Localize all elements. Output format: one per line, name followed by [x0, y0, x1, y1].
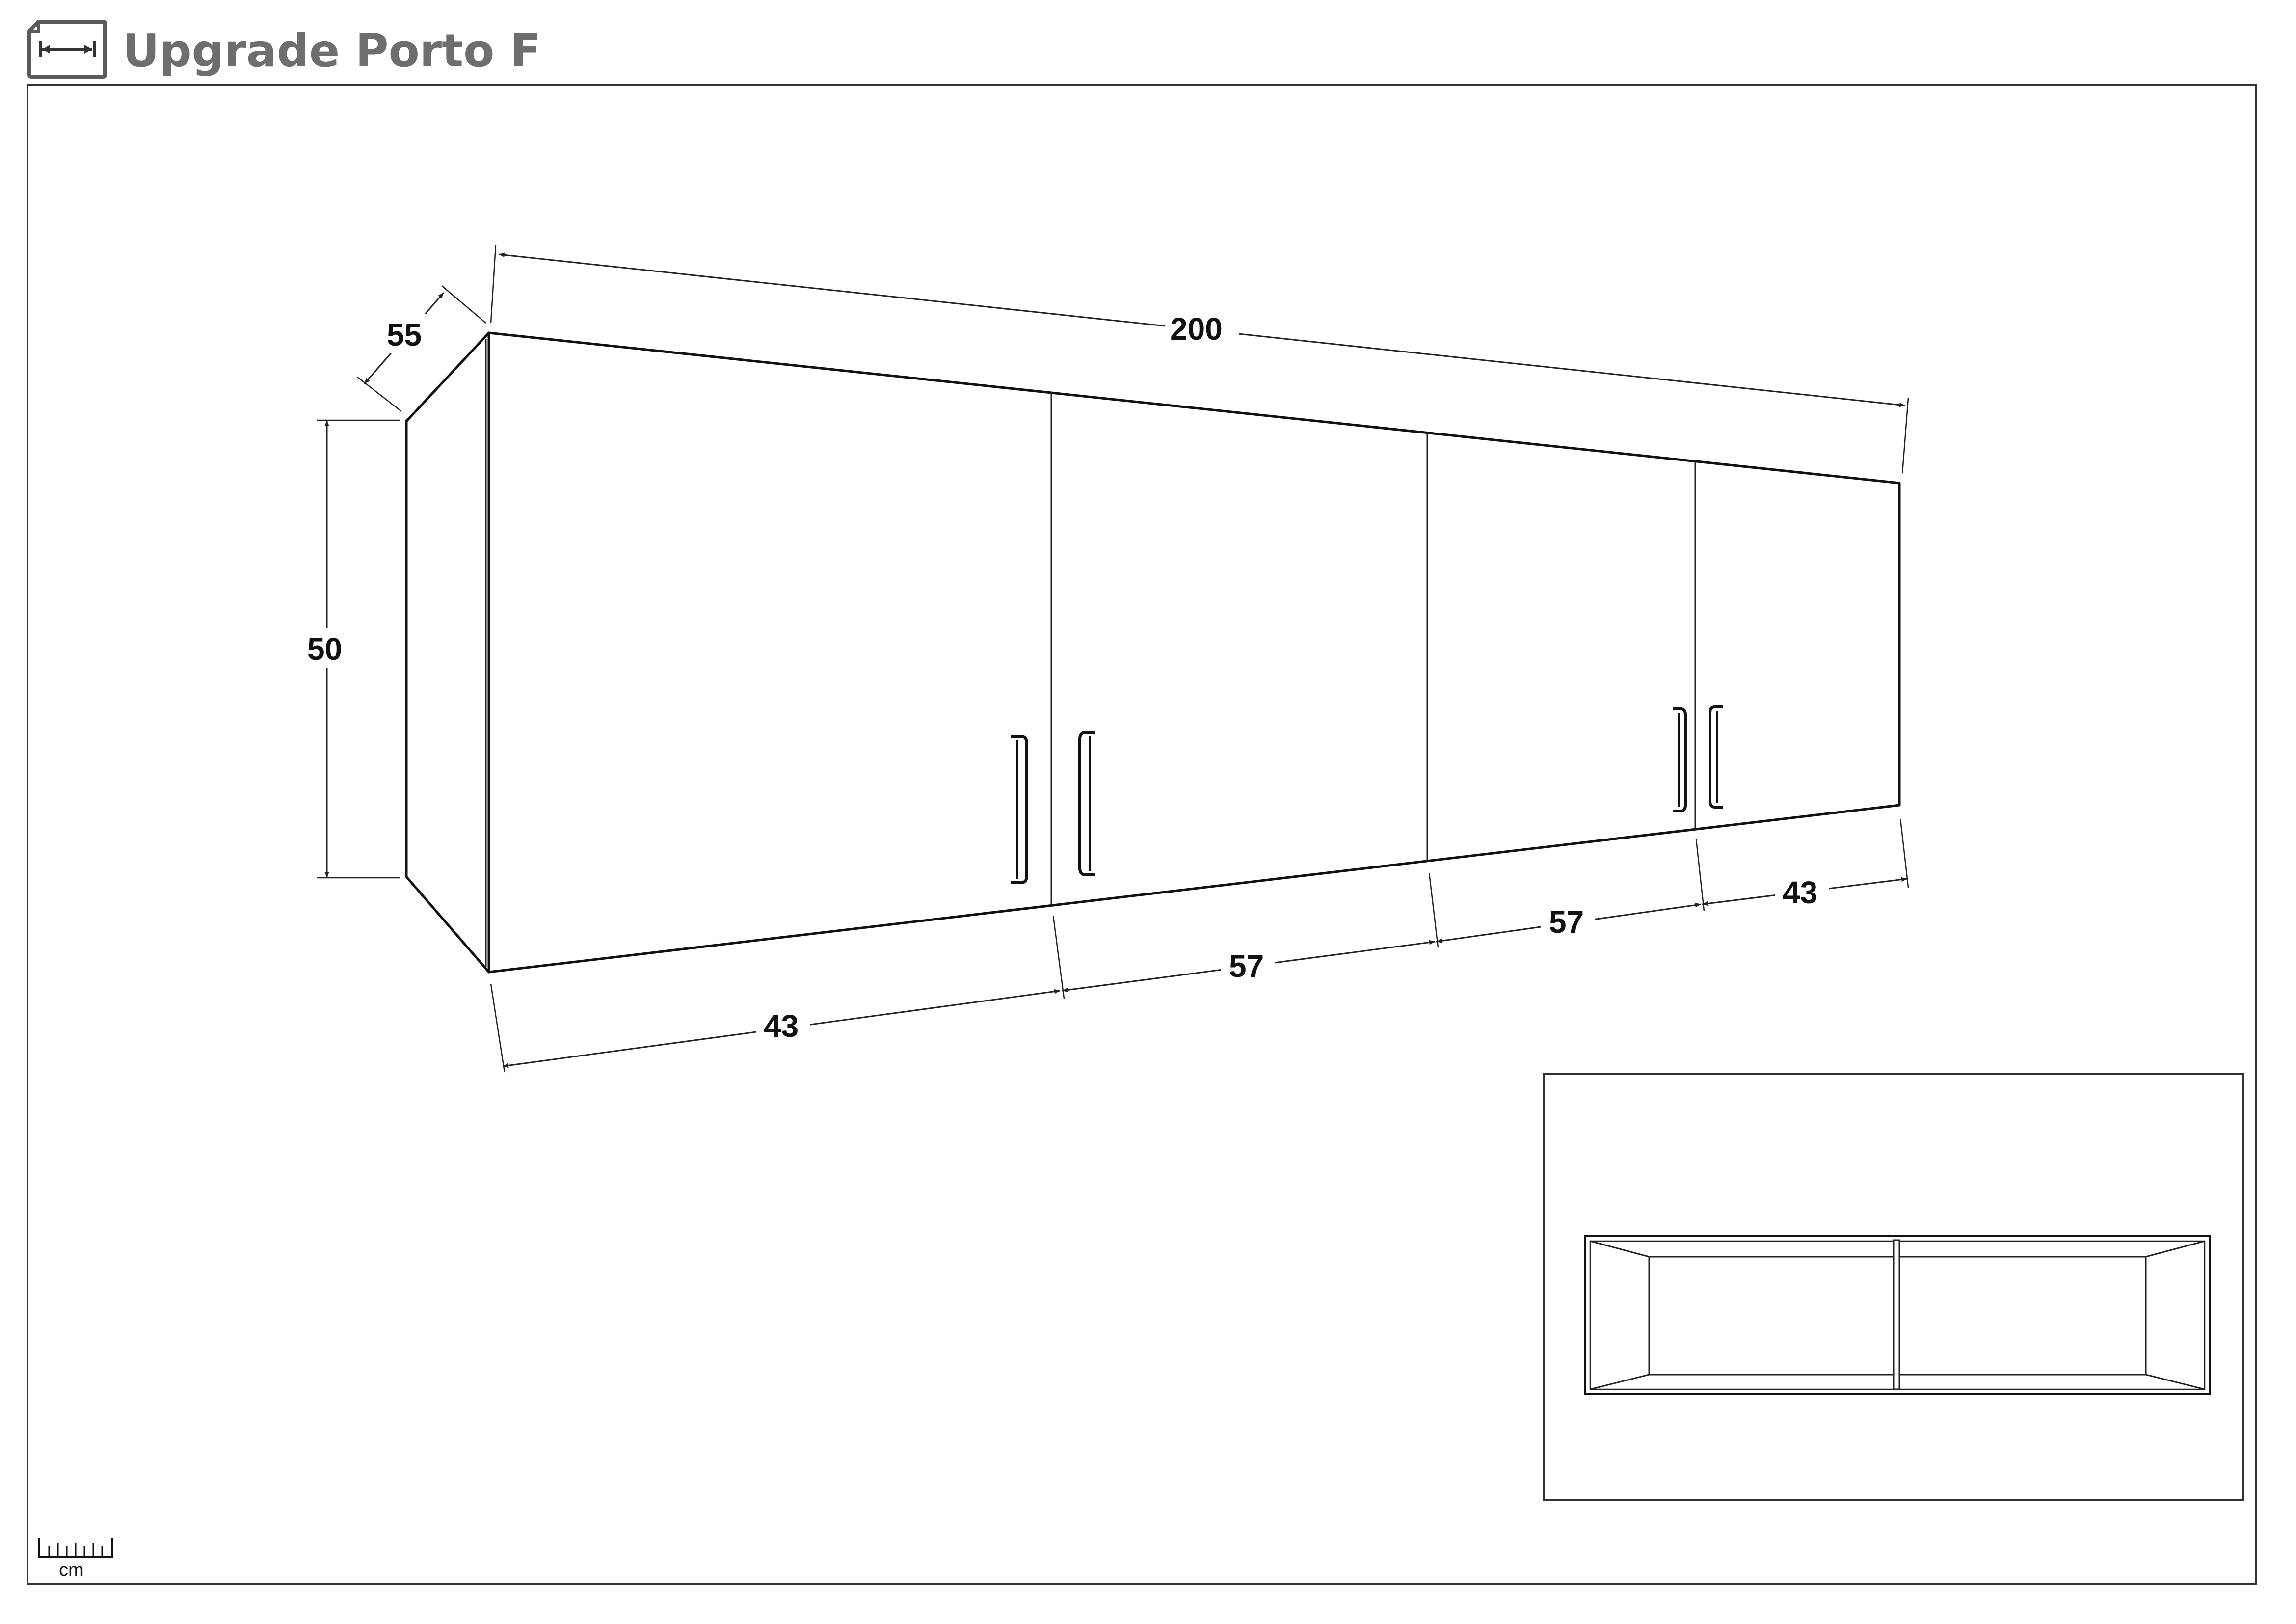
- cabinet-side-panel: [405, 331, 490, 974]
- dimension-depth: 55: [357, 285, 486, 412]
- cabinet-front: [487, 331, 1901, 974]
- ruler-icon: [38, 1538, 113, 1558]
- interior-divider: [1893, 1239, 1900, 1390]
- dimension-door-2-label: 57: [1229, 948, 1264, 984]
- dimension-total-width: 200: [490, 245, 1909, 474]
- drawing-frame: [27, 84, 2257, 1585]
- dimension-height-label: 50: [307, 631, 342, 667]
- page-title: Upgrade Porto F: [123, 25, 541, 77]
- cabinet-perspective-view: [405, 331, 1901, 974]
- door-handle-3: [1673, 707, 1687, 812]
- dimension-height: 50: [304, 419, 400, 879]
- dimension-total-width-label: 200: [1170, 311, 1223, 347]
- dimension-door-3-label: 57: [1549, 904, 1584, 940]
- interior-outer: [1584, 1235, 2211, 1395]
- inset-frame: [1543, 1073, 2244, 1501]
- dimension-door-widths: 43 57 57 43: [490, 818, 1909, 1073]
- scale-unit-label: cm: [59, 1560, 84, 1580]
- door-handle-2: [1078, 731, 1095, 876]
- dimension-door-1-label: 43: [764, 1008, 799, 1044]
- dimension-door-4-label: 43: [1783, 875, 1817, 910]
- header: Upgrade Porto F: [27, 20, 541, 79]
- dimensions-doc-icon: [27, 20, 107, 79]
- dimension-depth-label: 55: [387, 317, 422, 352]
- scale-ruler: cm: [38, 1538, 113, 1580]
- door-handle-1: [1011, 735, 1028, 884]
- interior-view-inset: [1543, 1073, 2244, 1501]
- door-handle-4: [1709, 705, 1723, 809]
